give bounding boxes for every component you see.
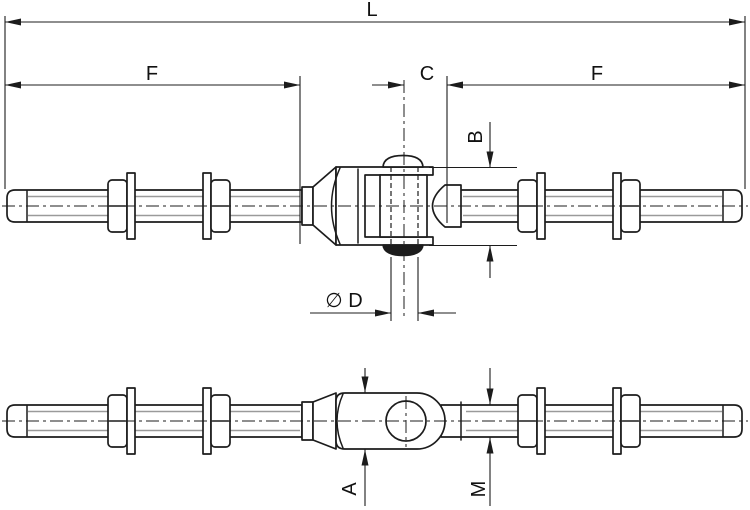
arrowhead (361, 449, 369, 466)
arrowhead (486, 437, 494, 454)
arrowhead (418, 309, 434, 317)
arrowhead (729, 81, 745, 89)
dimension-F-left: F (5, 63, 301, 244)
dim-label-clevis-center: C (420, 63, 434, 85)
dimension-pin-diameter: ∅ D (310, 257, 456, 321)
dimension-C: C (372, 63, 448, 223)
dimension-F-right: F (447, 63, 745, 89)
dim-label-pin-diameter: ∅ D (325, 290, 362, 312)
dim-label-eye-width: A (339, 482, 361, 496)
dim-label-clevis-height: B (465, 130, 487, 143)
dimension-B: B (429, 122, 517, 278)
thread-lines (28, 410, 722, 432)
dimension-M: M (468, 368, 494, 506)
dim-label-right-thread: F (591, 63, 603, 85)
pin-retainer (382, 244, 424, 257)
threaded-rod-right (440, 404, 743, 438)
arrowhead (5, 18, 21, 26)
dim-label-overall-length: L (366, 0, 377, 21)
arrowhead (486, 245, 494, 262)
dim-label-thread-size: M (468, 481, 490, 498)
dimension-A: A (339, 368, 369, 506)
pin-head-dome (382, 154, 424, 168)
dim-label-left-thread: F (146, 63, 158, 85)
arrowhead (729, 18, 745, 26)
arrowhead (388, 81, 404, 89)
arrowhead (447, 81, 463, 89)
arrowhead (361, 376, 369, 393)
arrowhead (284, 81, 300, 89)
dimension-L: L (4, 0, 746, 189)
arrowhead (486, 151, 494, 168)
arrowhead (5, 81, 21, 89)
clevis-fork-body (335, 166, 434, 246)
centerlines (2, 80, 748, 422)
thread-lines (28, 195, 722, 217)
arrowhead (375, 309, 391, 317)
arrowhead (486, 388, 494, 405)
eye-transition-arc (336, 393, 344, 449)
